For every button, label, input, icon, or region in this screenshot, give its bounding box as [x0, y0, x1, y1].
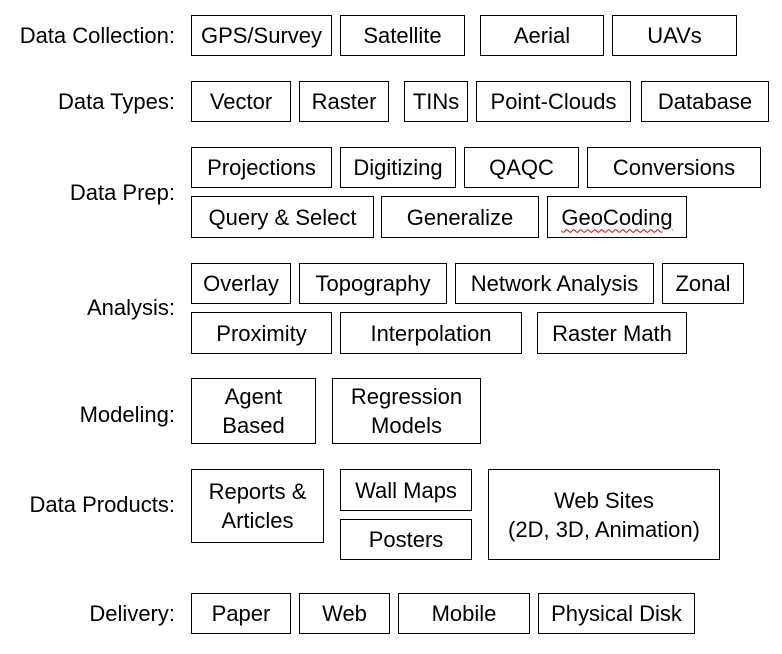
geocoding-label: GeoCoding — [561, 204, 673, 230]
box-raster-math: Raster Math — [537, 312, 687, 354]
box-projections: Projections — [191, 147, 332, 188]
box-geocoding: GeoCoding — [547, 196, 687, 238]
box-satellite: Satellite — [340, 15, 465, 56]
box-uavs: UAVs — [612, 15, 737, 56]
row-label-data-products: Data Products: — [29, 492, 175, 517]
box-tins: TINs — [404, 81, 468, 122]
box-query-select: Query & Select — [191, 196, 374, 238]
box-vector: Vector — [191, 81, 291, 122]
box-paper: Paper — [191, 593, 291, 634]
box-raster: Raster — [299, 81, 389, 122]
box-gps-survey: GPS/Survey — [191, 15, 332, 56]
box-wall-maps: Wall Maps — [340, 469, 472, 511]
row-label-data-prep: Data Prep: — [69, 180, 175, 205]
box-topography: Topography — [299, 263, 447, 304]
box-reports-articles: Reports & Articles — [191, 469, 324, 543]
box-network-analysis: Network Analysis — [455, 263, 654, 304]
row-label-analysis: Analysis: — [86, 295, 175, 320]
box-aerial: Aerial — [480, 15, 604, 56]
box-qaqc: QAQC — [464, 147, 579, 188]
box-proximity: Proximity — [191, 312, 332, 354]
box-generalize: Generalize — [381, 196, 539, 238]
box-posters: Posters — [340, 519, 472, 560]
box-web: Web — [299, 593, 390, 634]
box-physical-disk: Physical Disk — [538, 593, 695, 634]
box-web-sites: Web Sites (2D, 3D, Animation) — [488, 469, 720, 560]
row-label-data-collection: Data Collection: — [19, 23, 175, 48]
box-overlay: Overlay — [191, 263, 291, 304]
box-agent-based: Agent Based — [191, 378, 316, 444]
box-zonal: Zonal — [662, 263, 744, 304]
box-point-clouds: Point-Clouds — [476, 81, 631, 122]
box-regression-models: Regression Models — [332, 378, 481, 444]
box-database: Database — [641, 81, 769, 122]
row-label-modeling: Modeling: — [79, 402, 175, 427]
row-label-data-types: Data Types: — [58, 89, 175, 114]
box-interpolation: Interpolation — [340, 312, 522, 354]
row-label-delivery: Delivery: — [89, 601, 175, 626]
box-digitizing: Digitizing — [340, 147, 456, 188]
box-mobile: Mobile — [398, 593, 530, 634]
box-conversions: Conversions — [587, 147, 761, 188]
